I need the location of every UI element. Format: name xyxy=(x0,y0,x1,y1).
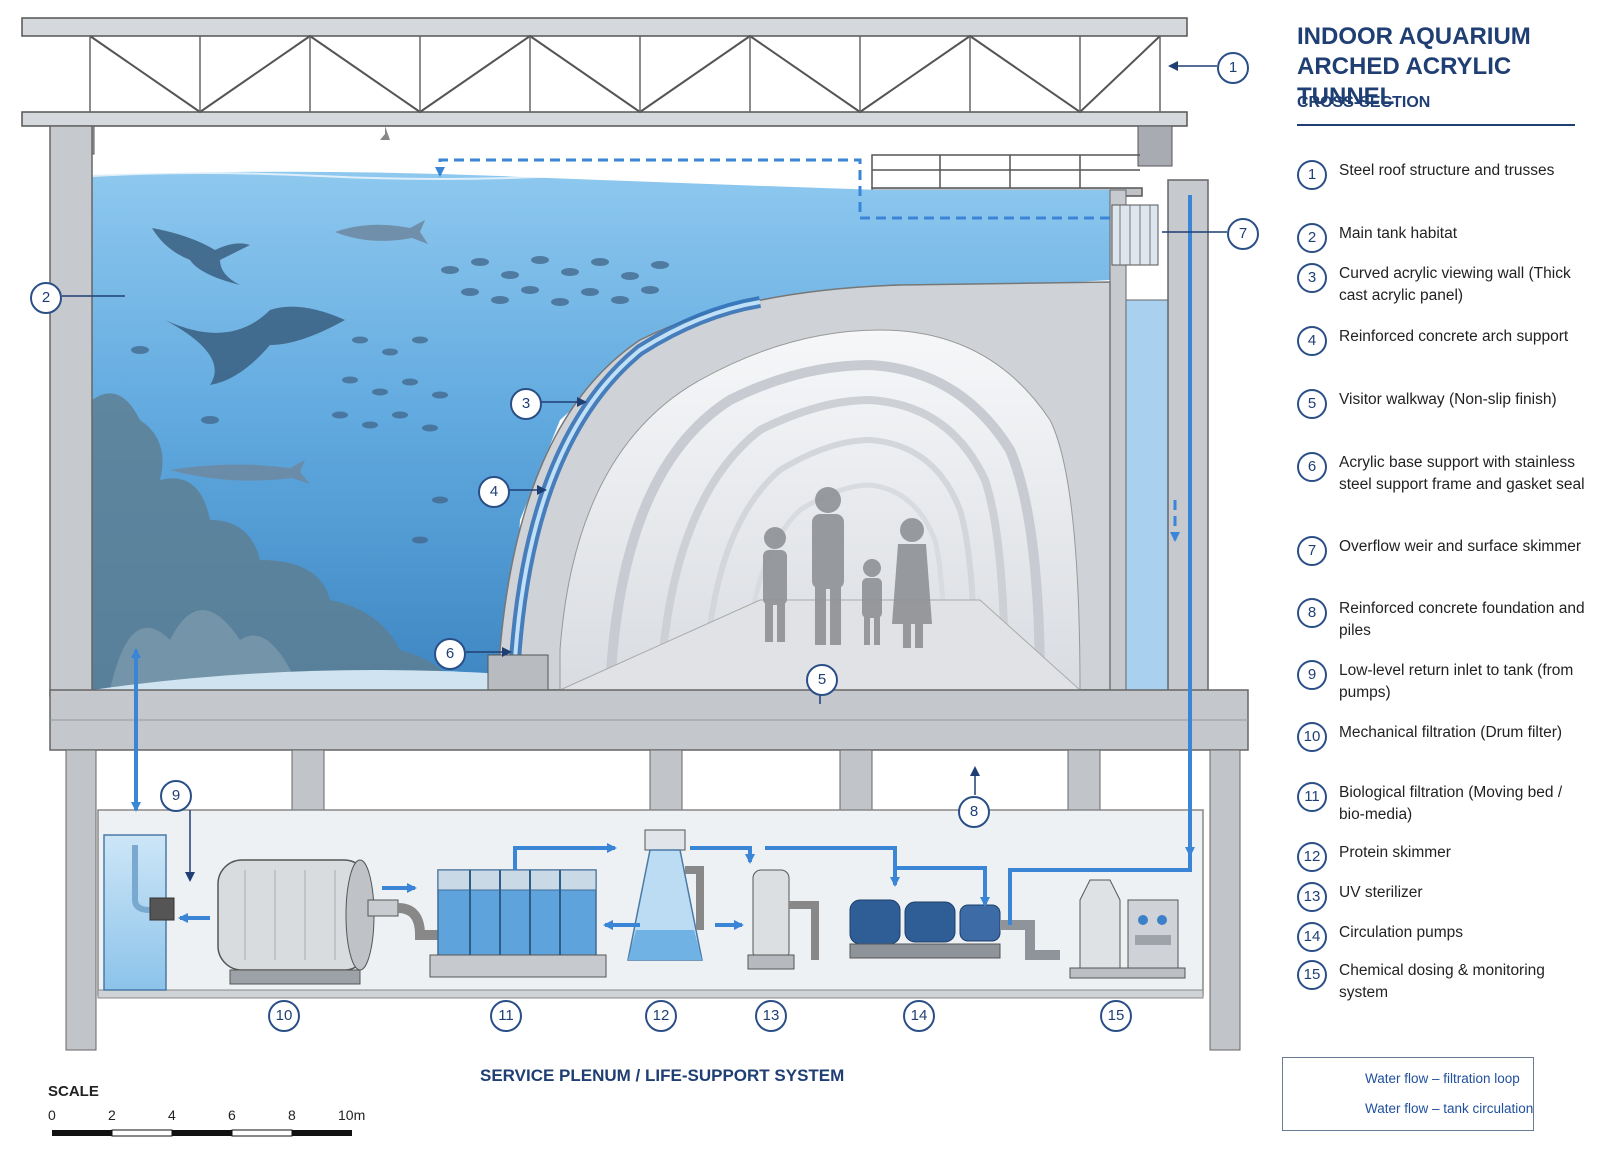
page-subtitle: CROSS-SECTION xyxy=(1297,94,1431,111)
legend-text: Biological filtration (Moving bed / bio-… xyxy=(1339,784,1563,823)
flow-key-circulation-label: Water flow – tank circulation xyxy=(1365,1101,1534,1116)
roof-truss xyxy=(21,17,1188,167)
scale-tick: 2 xyxy=(108,1107,116,1123)
filtration-flow xyxy=(131,195,1195,930)
shark-top xyxy=(335,220,428,244)
callout-12: 12 xyxy=(645,1000,677,1032)
fish-school xyxy=(131,256,669,544)
catwalk xyxy=(871,154,1143,197)
flow-key-filtration: Water flow – filtration loop xyxy=(1297,1070,1527,1090)
bio-filter xyxy=(429,869,607,978)
legend-text: Steel roof structure and trusses xyxy=(1339,162,1555,179)
sump-tank xyxy=(103,834,175,991)
legend-number: 9 xyxy=(1297,660,1327,690)
scale-bar xyxy=(52,1129,352,1137)
legend-text: Protein skimmer xyxy=(1339,844,1451,861)
legend-text: Acrylic base support with stainless stee… xyxy=(1339,454,1585,493)
legend-number: 1 xyxy=(1297,160,1327,190)
left-wall xyxy=(49,125,93,697)
title-rule xyxy=(1297,124,1575,126)
legend-text: Reinforced concrete foundation and piles xyxy=(1339,600,1585,639)
legend-number: 7 xyxy=(1297,536,1327,566)
page-title: INDOOR AQUARIUM ARCHED ACRYLIC TUNNEL xyxy=(1297,22,1597,112)
legend-number: 15 xyxy=(1297,960,1327,990)
legend-number: 2 xyxy=(1297,223,1327,253)
legend-text: Mechanical filtration (Drum filter) xyxy=(1339,724,1563,741)
legend-text: UV sterilizer xyxy=(1339,884,1423,901)
circulation-flow xyxy=(435,158,1180,542)
legend-number: 4 xyxy=(1297,326,1327,356)
legend-text: Visitor walkway (Non-slip finish) xyxy=(1339,391,1557,408)
tank-water xyxy=(91,171,1110,692)
callout-5: 5 xyxy=(806,664,838,696)
callout-11: 11 xyxy=(490,1000,522,1032)
legend-number: 3 xyxy=(1297,263,1327,293)
legend-text: Chemical dosing & monitoring system xyxy=(1339,962,1545,1001)
callout-7: 7 xyxy=(1227,218,1259,250)
callout-13: 13 xyxy=(755,1000,787,1032)
legend-number: 13 xyxy=(1297,882,1327,912)
manta-ray-large xyxy=(165,306,345,385)
scale-tick: 4 xyxy=(168,1107,176,1123)
legend-text: Main tank habitat xyxy=(1339,225,1458,242)
callout-9: 9 xyxy=(160,780,192,812)
scale-label: SCALE xyxy=(48,1083,99,1100)
callout-6: 6 xyxy=(434,638,466,670)
legend-number: 5 xyxy=(1297,389,1327,419)
callout-8: 8 xyxy=(958,796,990,828)
right-wall xyxy=(1109,179,1209,701)
scale-tick: 0 xyxy=(48,1107,56,1123)
manta-ray-small xyxy=(152,228,250,285)
legend-number: 11 xyxy=(1297,782,1327,812)
scale-tick: 8 xyxy=(288,1107,296,1123)
plenum-label: SERVICE PLENUM / LIFE-SUPPORT SYSTEM xyxy=(480,1066,845,1085)
callout-14: 14 xyxy=(903,1000,935,1032)
callout-10: 10 xyxy=(268,1000,300,1032)
legend-number: 12 xyxy=(1297,842,1327,872)
visitor-silhouettes xyxy=(763,487,932,648)
shark-bottom xyxy=(170,460,310,484)
floor-slab xyxy=(49,689,1249,751)
dosing-monitoring xyxy=(1069,879,1186,979)
legend-text: Low-level return inlet to tank (from pum… xyxy=(1339,662,1574,701)
legend-text: Circulation pumps xyxy=(1339,924,1464,941)
flow-key-filtration-label: Water flow – filtration loop xyxy=(1365,1071,1520,1086)
drum-filter xyxy=(217,859,440,985)
legend-text: Reinforced concrete arch support xyxy=(1339,328,1569,345)
flow-key: Water flow – filtration loop Water flow … xyxy=(1282,1057,1534,1131)
callout-4: 4 xyxy=(478,476,510,508)
legend-number: 8 xyxy=(1297,598,1327,628)
scale-tick: 6 xyxy=(228,1107,236,1123)
legend-number: 14 xyxy=(1297,922,1327,952)
circulation-pumps xyxy=(849,899,1060,960)
title-line-2: ARCHED ACRYLIC TUNNEL xyxy=(1297,53,1512,110)
scale-tick: 10m xyxy=(338,1107,366,1123)
protein-skimmer xyxy=(627,829,704,961)
legend-text: Curved acrylic viewing wall (Thick cast … xyxy=(1339,265,1571,304)
uv-sterilizer xyxy=(747,869,819,970)
title-line-1: INDOOR AQUARIUM xyxy=(1297,23,1531,50)
legend-number: 6 xyxy=(1297,452,1327,482)
callout-2: 2 xyxy=(30,282,62,314)
callout-15: 15 xyxy=(1100,1000,1132,1032)
legend-text: Overflow weir and surface skimmer xyxy=(1339,538,1582,555)
legend-number: 10 xyxy=(1297,722,1327,752)
foundation-piles xyxy=(65,749,1241,1051)
flow-key-circulation: Water flow – tank circulation xyxy=(1297,1100,1533,1120)
callout-1: 1 xyxy=(1217,52,1249,84)
callout-3: 3 xyxy=(510,388,542,420)
